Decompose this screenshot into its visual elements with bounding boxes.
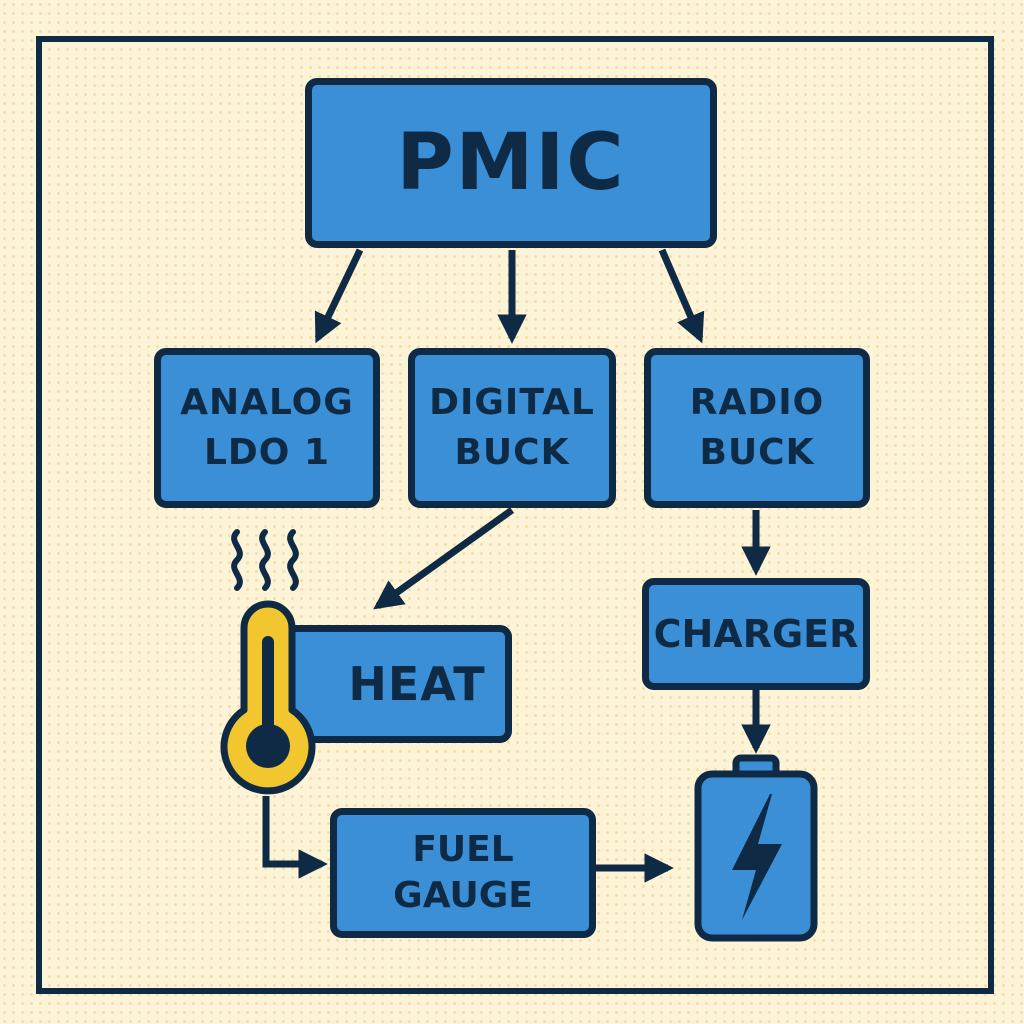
arrow-pmic-to-analog-ldo: [314, 248, 364, 344]
radio-buck-label: RADIO BUCK: [689, 382, 825, 473]
battery-icon: [694, 754, 818, 942]
arrow-pmic-to-radio-buck: [658, 248, 705, 344]
pmic-label: PMIC: [396, 118, 626, 208]
analog-ldo-label: ANALOG LDO 1: [180, 382, 354, 473]
heat-label: HEAT: [348, 657, 486, 711]
analog-ldo-node: ANALOG LDO 1: [154, 348, 380, 508]
digital-buck-node: DIGITAL BUCK: [408, 348, 616, 508]
lightning-bolt-icon: [732, 794, 782, 920]
thermometer-icon: [220, 600, 316, 795]
diagram-frame: [36, 36, 994, 994]
fuel-gauge-node: FUEL GAUGE: [330, 808, 596, 938]
heat-waves-icon: [231, 529, 299, 591]
radio-buck-node: RADIO BUCK: [644, 348, 870, 508]
pmic-node: PMIC: [305, 78, 717, 248]
arrow-digital-buck-to-heat: [373, 507, 515, 610]
arrow-thermometer-to-fuel-gauge: [262, 796, 328, 879]
charger-node: CHARGER: [642, 578, 870, 690]
fuel-gauge-label: FUEL GAUGE: [393, 829, 533, 916]
charger-label: CHARGER: [653, 612, 859, 656]
digital-buck-label: DIGITAL BUCK: [429, 382, 595, 473]
